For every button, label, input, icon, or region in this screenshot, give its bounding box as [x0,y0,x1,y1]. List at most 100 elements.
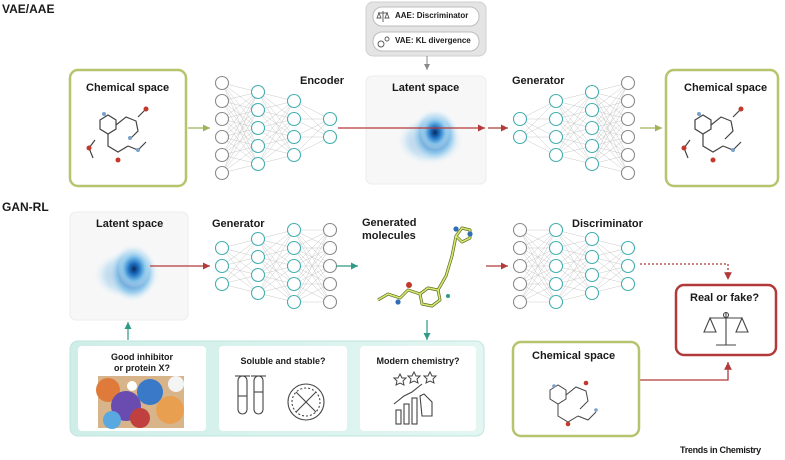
network-connection [293,229,331,285]
network-connection [293,118,331,156]
network-node [512,222,528,238]
network-node [250,285,266,301]
network-connection [591,82,629,111]
network-connection [257,100,295,147]
network-node [548,276,564,292]
network-connection [293,265,331,303]
network-node [214,165,230,181]
reward-card-soluble [219,346,347,431]
network-node [250,249,266,265]
network-node [548,240,564,256]
network-node [548,222,564,238]
network-node [584,84,600,100]
network-node [584,285,600,301]
latent-space-top-label: Latent space [392,82,460,94]
network-node [620,258,636,274]
network-node [250,84,266,100]
network-node [620,129,636,145]
network-node [584,138,600,154]
generator-network-bottom [214,222,338,310]
justice-scale-icon [703,311,749,346]
network-node [512,240,528,256]
network-connection [293,229,331,267]
chemical-space-right-label: Chemical space [684,82,768,94]
reward-modern-label: Modern chemistry? [376,356,460,366]
chemical-space-bottom-label: Chemical space [532,350,616,362]
network-node [584,156,600,172]
generator-bottom-label: Generator [212,218,265,230]
network-node [250,102,266,118]
network-node [512,258,528,274]
arrow-discriminator-to-real-fake [640,263,732,280]
generator-network-top [512,75,636,181]
generated-label-line1: Generated [362,217,417,229]
reward-card-modern [360,346,476,431]
network-connection [221,127,259,174]
network-connection [221,238,259,267]
network-node [512,276,528,292]
network-connection [555,127,593,156]
network-node [620,240,636,256]
network-connection [555,91,593,156]
network-connection [221,238,259,285]
network-connection [257,136,295,165]
journal-footer: Trends in Chemistry [680,445,761,455]
network-node [286,258,302,274]
network-connection [591,82,629,129]
network-connection [555,274,593,303]
network-node [322,129,338,145]
chemical-space-left-label: Chemical space [86,82,170,94]
network-node [322,258,338,274]
network-connection [555,91,593,120]
network-connection [591,118,629,165]
arrow-chem-to-real-fake [640,362,732,381]
network-node [286,147,302,163]
network-node [214,93,230,109]
network-node [322,240,338,256]
reward-inhibitor-line1: Good inhibitor [111,352,173,362]
network-node [548,258,564,274]
distribution-icon [377,36,390,48]
network-connection [519,229,557,303]
generated-label-line2: molecules [362,230,416,242]
network-node [584,231,600,247]
network-node [286,93,302,109]
protein-image [96,376,184,429]
network-node [214,111,230,127]
network-connection [591,265,629,294]
network-connection [555,238,593,285]
network-node [214,147,230,163]
network-connection [519,247,557,303]
network-node [584,249,600,265]
network-connection [257,118,295,165]
network-node [322,276,338,292]
section-title-gan-rl: GAN-RL [2,200,49,214]
legend-vae-label: VAE: KL divergence [395,36,471,45]
discriminator-label: Discriminator [572,218,643,230]
network-connection [257,229,295,258]
network-node [584,120,600,136]
network-node [250,267,266,283]
network-connection [293,229,331,303]
network-node [548,129,564,145]
network-connection [519,229,557,285]
generated-molecule-highlight [377,227,471,307]
network-node [584,102,600,118]
network-connection [221,109,259,174]
network-connection [555,91,593,138]
latent-distribution-bottom [92,243,162,303]
network-node [286,222,302,238]
network-connection [257,100,295,129]
network-connection [257,265,295,294]
discriminator-network [512,222,636,310]
encoder-label: Encoder [300,75,345,87]
network-connection [591,100,629,165]
network-node [322,294,338,310]
network-node [250,231,266,247]
generator-top-label: Generator [512,75,565,87]
network-connection [257,229,295,294]
section-title-vae-aae: VAE/AAE [2,2,55,16]
stability-dial-icon [287,383,325,421]
chemical-space-box-right [664,68,780,188]
